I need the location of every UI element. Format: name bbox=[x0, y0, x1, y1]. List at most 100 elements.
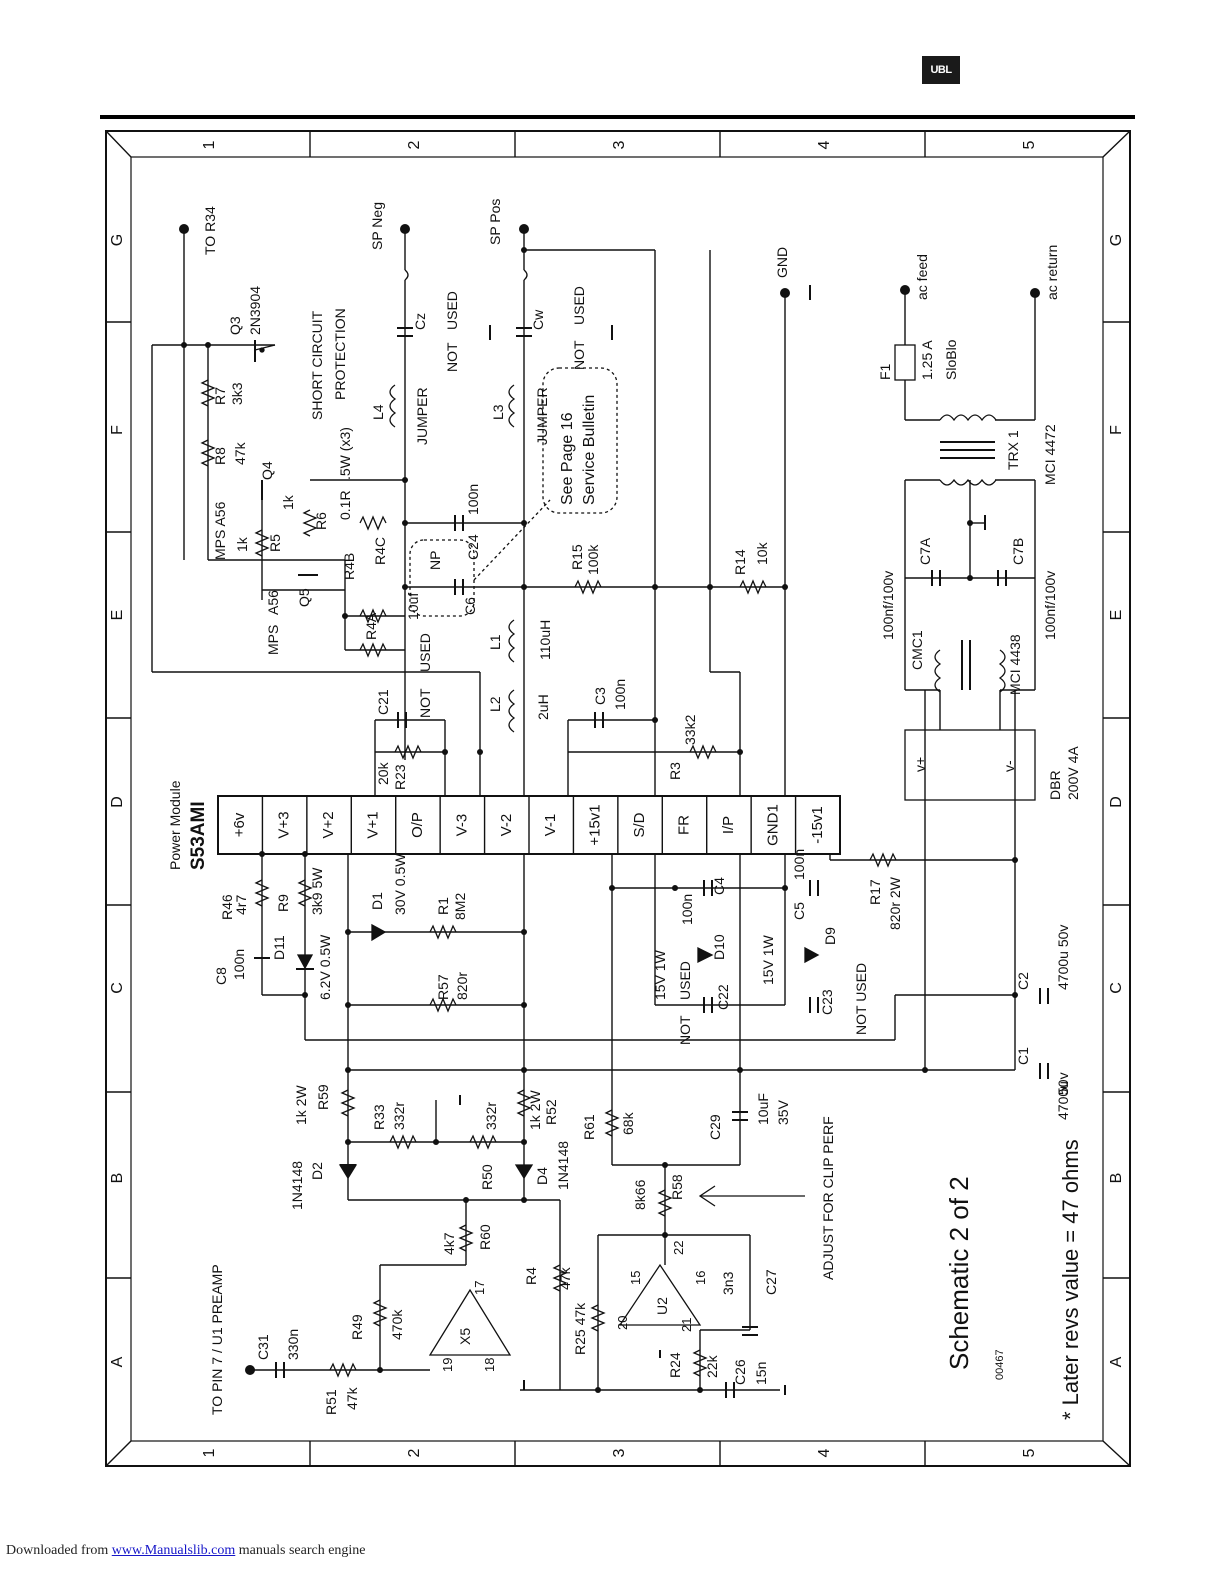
schematic-label: R50 bbox=[479, 1164, 495, 1190]
grid-row-label: F bbox=[109, 425, 126, 435]
schematic-label: L4 bbox=[370, 404, 386, 420]
schematic-label: DBR bbox=[1047, 770, 1063, 800]
schematic-label: 2N3904 bbox=[247, 286, 263, 335]
schematic-label: 17 bbox=[472, 1281, 487, 1295]
schematic-label: 470k bbox=[389, 1309, 405, 1340]
schematic-label: 15V 1W bbox=[760, 934, 776, 985]
jbl-logo: UBL bbox=[922, 56, 960, 84]
schematic-label: 10uF bbox=[755, 1093, 771, 1125]
grid-row-label: B bbox=[109, 1173, 126, 1184]
schematic-label: Q3 bbox=[227, 316, 243, 335]
schematic-label: F1 bbox=[877, 363, 893, 380]
download-footer: Downloaded from www.Manualslib.com manua… bbox=[6, 1543, 366, 1559]
schematic-label: Q4 bbox=[259, 461, 275, 480]
module-pin-label: V+1 bbox=[364, 811, 381, 838]
schematic-label: 20k bbox=[375, 761, 391, 785]
schematic-label: C6 bbox=[462, 597, 478, 615]
schematic-label: C27 bbox=[763, 1269, 779, 1295]
schematic-label: R4A bbox=[363, 612, 379, 640]
grid-row-label: E bbox=[109, 610, 126, 621]
grid-col-label: 3 bbox=[611, 1448, 628, 1457]
schematic-label: R58 bbox=[669, 1174, 685, 1200]
schematic-label: R9 bbox=[275, 894, 291, 912]
schematic-label: GND bbox=[774, 247, 790, 278]
grid-col-label: 1 bbox=[201, 140, 218, 149]
schematic-label: Q5 bbox=[296, 588, 312, 607]
schematic-label: USED bbox=[417, 633, 433, 672]
schematic-label: SP Neg bbox=[369, 202, 385, 250]
module-pin-label: V-1 bbox=[542, 814, 559, 837]
schematic-label: 47k bbox=[232, 441, 248, 465]
schematic-label: L1 bbox=[487, 634, 503, 650]
schematic-label: R61 bbox=[581, 1114, 597, 1140]
schematic-label: C29 bbox=[707, 1114, 723, 1140]
components bbox=[200, 285, 1049, 1398]
module-pin-label: V-2 bbox=[498, 814, 515, 837]
schematic-label: MCI 4472 bbox=[1042, 424, 1058, 485]
schematic-label: C31 bbox=[255, 1334, 271, 1360]
grid-row-label: A bbox=[109, 1356, 126, 1367]
schematic-label: R14 bbox=[732, 549, 748, 575]
schematic-label: 2uH bbox=[535, 694, 551, 720]
schematic-label: 100n bbox=[612, 679, 628, 710]
schematic-label: MPS bbox=[265, 625, 281, 655]
schematic-label: R57 bbox=[435, 974, 451, 1000]
schematic-label: 0.1R bbox=[337, 490, 353, 520]
schematic-label: NOT bbox=[677, 1015, 693, 1045]
schematic-label: 22 bbox=[671, 1241, 686, 1255]
grid-row-label: G bbox=[109, 234, 126, 246]
schematic-label: 1k 2W bbox=[527, 1090, 543, 1130]
schematic-label: S53AMI bbox=[188, 801, 209, 870]
schematic-label: NOT bbox=[571, 340, 587, 370]
schematic-label: 22k bbox=[704, 1354, 720, 1378]
schematic-label: R3 bbox=[667, 762, 683, 780]
schematic-label: C7A bbox=[917, 537, 933, 565]
module-pin-label: FR bbox=[675, 815, 692, 835]
schematic-label: 47k bbox=[557, 1266, 573, 1290]
schematic-label: R24 bbox=[667, 1352, 683, 1378]
wiring bbox=[151, 230, 1036, 1391]
schematic-label: 332r bbox=[391, 1102, 407, 1130]
module-pin-label: O/P bbox=[409, 812, 426, 838]
schematic-label: PROTECTION bbox=[332, 308, 348, 400]
footer-suffix: manuals search engine bbox=[238, 1543, 366, 1558]
schematic-label: 68k bbox=[620, 1111, 636, 1135]
junction-dots bbox=[179, 224, 1040, 1393]
schematic-label: C21 bbox=[375, 689, 391, 715]
grid-row-label: B bbox=[1108, 1173, 1125, 1184]
schematic-label: R49 bbox=[349, 1314, 365, 1340]
schematic-label: NOT bbox=[417, 688, 433, 718]
schematic-label: R25 47k bbox=[572, 1302, 588, 1355]
schematic-label: 332r bbox=[483, 1102, 499, 1130]
schematic-label: R60 bbox=[477, 1224, 493, 1250]
schematic-label: C24 bbox=[465, 534, 481, 560]
manualslib-link[interactable]: www.Manualslib.com bbox=[111, 1543, 236, 1558]
schematic-label: v+ bbox=[912, 757, 928, 772]
schematic-label: Power Module bbox=[167, 780, 183, 870]
schematic-label: 200V 4A bbox=[1065, 746, 1081, 800]
schematic-label: R4B bbox=[341, 553, 357, 580]
schematic-label: 1k bbox=[280, 494, 296, 510]
schematic-label: 4k7 bbox=[441, 1232, 457, 1255]
schematic-label: D2 bbox=[309, 1162, 325, 1180]
schematic-label: R52 bbox=[543, 1099, 559, 1125]
grid-row-label: F bbox=[1108, 425, 1125, 435]
schematic-label: C8 bbox=[213, 967, 229, 985]
schematic-label: 4700u bbox=[1055, 1081, 1071, 1120]
schematic-label: R4C bbox=[372, 537, 388, 565]
schematic-label: U2 bbox=[654, 1297, 670, 1315]
schematic-label: D1 bbox=[369, 892, 385, 910]
schematic-label: 20 bbox=[615, 1316, 630, 1330]
grid-row-label: G bbox=[1108, 234, 1125, 246]
schematic-label: SloBlo bbox=[943, 339, 959, 380]
schematic-label: 820r 2W bbox=[887, 876, 903, 930]
schematic-label: R51 bbox=[323, 1389, 339, 1415]
schematic-label: 35V bbox=[775, 1099, 791, 1125]
schematic-label: 1k 2W bbox=[293, 1085, 309, 1125]
schematic-label: CMC1 bbox=[909, 630, 925, 670]
schematic-label: 00467 bbox=[994, 1349, 1006, 1380]
schematic-label: R17 bbox=[867, 879, 883, 905]
schematic-label: SHORT CIRCUIT bbox=[309, 310, 325, 420]
drawing-frame bbox=[105, 130, 1131, 1467]
